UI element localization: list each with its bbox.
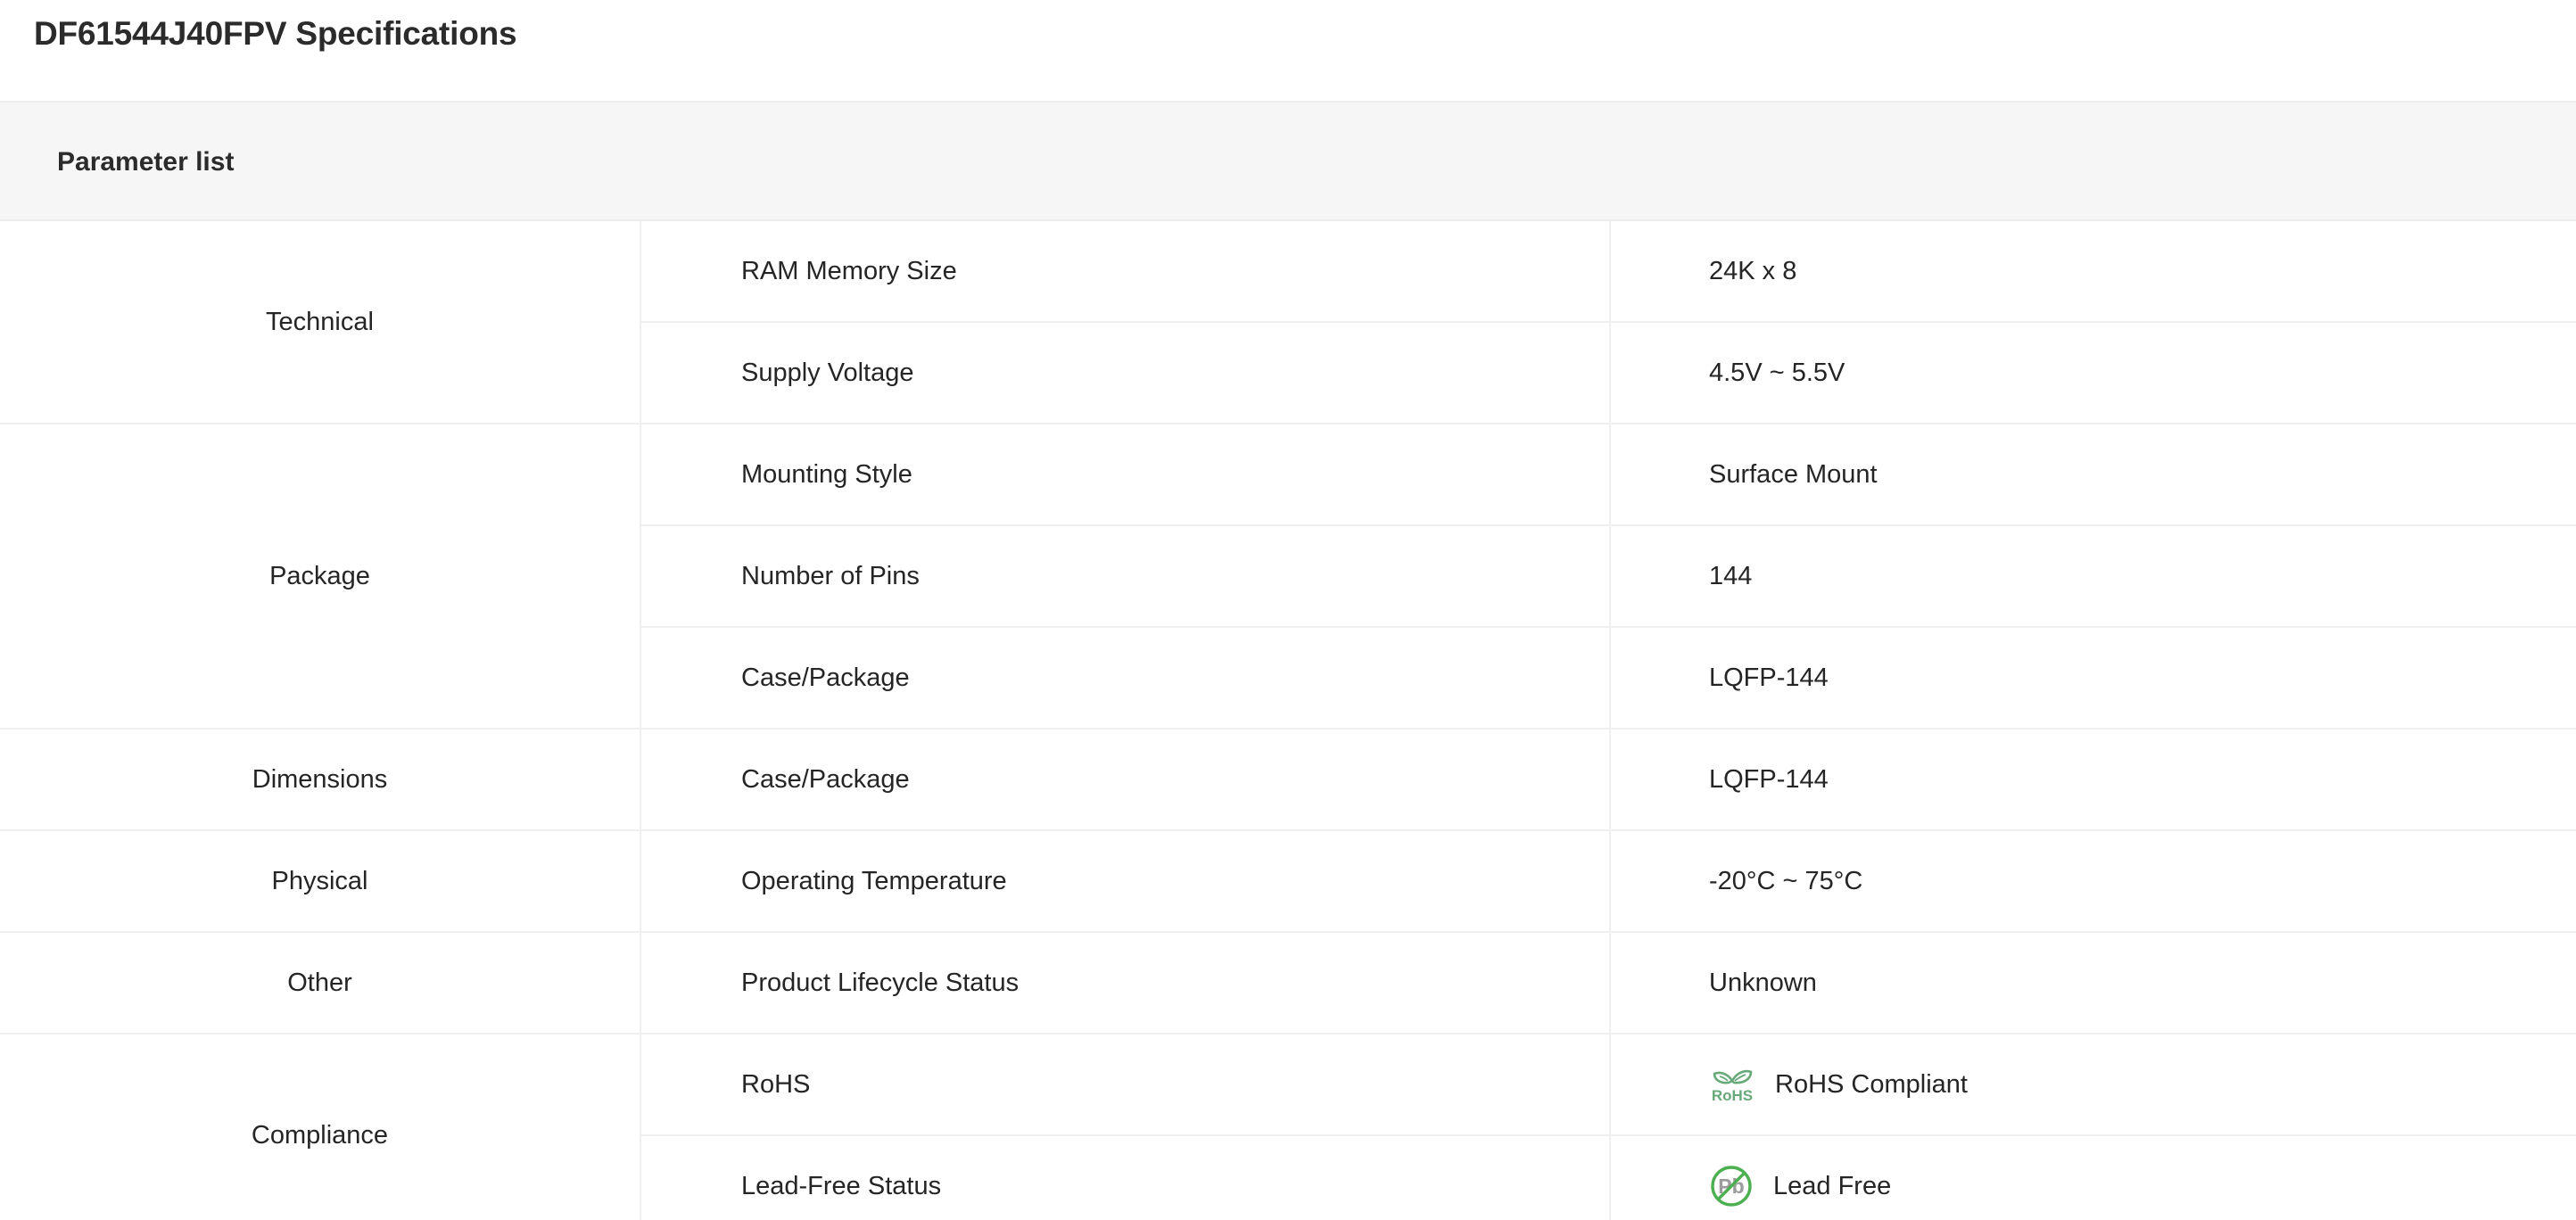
- page-title: DF61544J40FPV Specifications: [34, 15, 517, 52]
- value-text: Unknown: [1709, 968, 1817, 997]
- value-content: Unknown: [1709, 969, 2576, 998]
- rohs-leaf-icon: RoHS: [1709, 1061, 1755, 1108]
- category-cell: Compliance: [0, 1034, 641, 1220]
- parameter-name-cell: Mounting Style: [640, 424, 1611, 526]
- value-text: Surface Mount: [1709, 459, 1878, 489]
- parameter-name-cell: Case/Package: [640, 627, 1611, 730]
- lead-free-pb-icon: Pb: [1709, 1164, 1754, 1208]
- value-content: Pb Lead Free: [1709, 1164, 2576, 1208]
- table-row: Supply Voltage 4.5V ~ 5.5V: [0, 322, 2576, 425]
- parameter-value-cell: Pb Lead Free: [1610, 1135, 2576, 1220]
- parameter-value-cell: Unknown: [1610, 932, 2576, 1035]
- parameter-value-cell: LQFP-144: [1610, 729, 2576, 831]
- value-text: LQFP-144: [1709, 663, 1829, 692]
- value-text: Lead Free: [1773, 1171, 1892, 1200]
- parameter-name-cell: Product Lifecycle Status: [640, 932, 1611, 1035]
- parameter-value-cell: LQFP-144: [1610, 627, 2576, 730]
- value-content: 24K x 8: [1709, 257, 2576, 286]
- value-text: LQFP-144: [1709, 764, 1829, 794]
- value-content: Surface Mount: [1709, 460, 2576, 490]
- category-cell: Technical: [0, 221, 641, 425]
- value-text: RoHS Compliant: [1775, 1069, 1968, 1099]
- parameter-value-cell: 144: [1610, 525, 2576, 628]
- value-content: 144: [1709, 562, 2576, 591]
- value-text: 24K x 8: [1709, 256, 1797, 285]
- parameter-name-cell: Lead-Free Status: [640, 1135, 1611, 1220]
- table-row: Case/Package LQFP-144: [0, 627, 2576, 730]
- value-text: 144: [1709, 561, 1753, 590]
- parameter-list-header-band: Parameter list: [0, 101, 2576, 221]
- parameter-name-cell: Case/Package: [640, 729, 1611, 831]
- category-cell: Physical: [0, 830, 641, 933]
- value-content: LQFP-144: [1709, 765, 2576, 795]
- value-text: -20°C ~ 75°C: [1709, 866, 1863, 895]
- parameter-value-cell: RoHS RoHS Compliant: [1610, 1034, 2576, 1136]
- value-content: 4.5V ~ 5.5V: [1709, 359, 2576, 388]
- parameter-name-cell: Supply Voltage: [640, 322, 1611, 425]
- category-cell: Dimensions: [0, 729, 641, 831]
- table-row: Number of Pins 144: [0, 525, 2576, 628]
- category-cell: Package: [0, 424, 641, 730]
- parameter-name-cell: RAM Memory Size: [640, 221, 1611, 323]
- parameter-value-cell: -20°C ~ 75°C: [1610, 830, 2576, 933]
- parameter-value-cell: Surface Mount: [1610, 424, 2576, 526]
- parameter-list-heading: Parameter list: [57, 147, 235, 177]
- parameter-name-cell: Operating Temperature: [640, 830, 1611, 933]
- category-cell: Other: [0, 932, 641, 1035]
- svg-text:RoHS: RoHS: [1712, 1087, 1753, 1104]
- parameter-value-cell: 24K x 8: [1610, 221, 2576, 323]
- parameter-name-cell: Number of Pins: [640, 525, 1611, 628]
- value-content: RoHS RoHS Compliant: [1709, 1061, 2576, 1108]
- value-content: LQFP-144: [1709, 664, 2576, 693]
- table-row: Lead-Free Status Pb Lead Free: [0, 1135, 2576, 1220]
- parameter-name-cell: RoHS: [640, 1034, 1611, 1136]
- value-content: -20°C ~ 75°C: [1709, 867, 2576, 896]
- value-text: 4.5V ~ 5.5V: [1709, 358, 1845, 387]
- parameter-value-cell: 4.5V ~ 5.5V: [1610, 322, 2576, 425]
